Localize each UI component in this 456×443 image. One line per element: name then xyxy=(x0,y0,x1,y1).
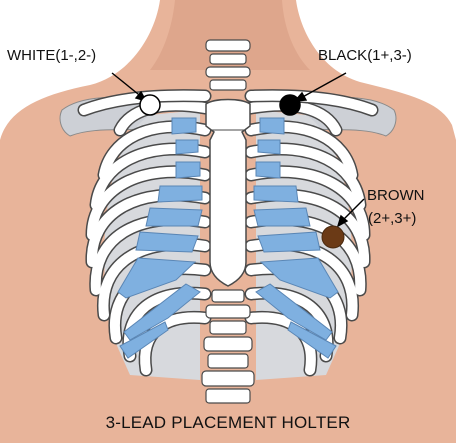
diagram-caption: 3-LEAD PLACEMENT HOLTER xyxy=(0,413,456,433)
electrode-white[interactable] xyxy=(140,95,160,115)
sternum xyxy=(206,100,250,287)
brown-electrode-leads-label: (2+,3+) xyxy=(368,210,416,228)
brown-electrode-label: BROWN xyxy=(367,187,425,205)
white-electrode-label: WHITE(1-,2-) xyxy=(7,47,96,65)
electrode-black[interactable] xyxy=(280,95,300,115)
black-electrode-label: BLACK(1+,3-) xyxy=(318,47,412,65)
electrode-brown[interactable] xyxy=(322,226,344,248)
